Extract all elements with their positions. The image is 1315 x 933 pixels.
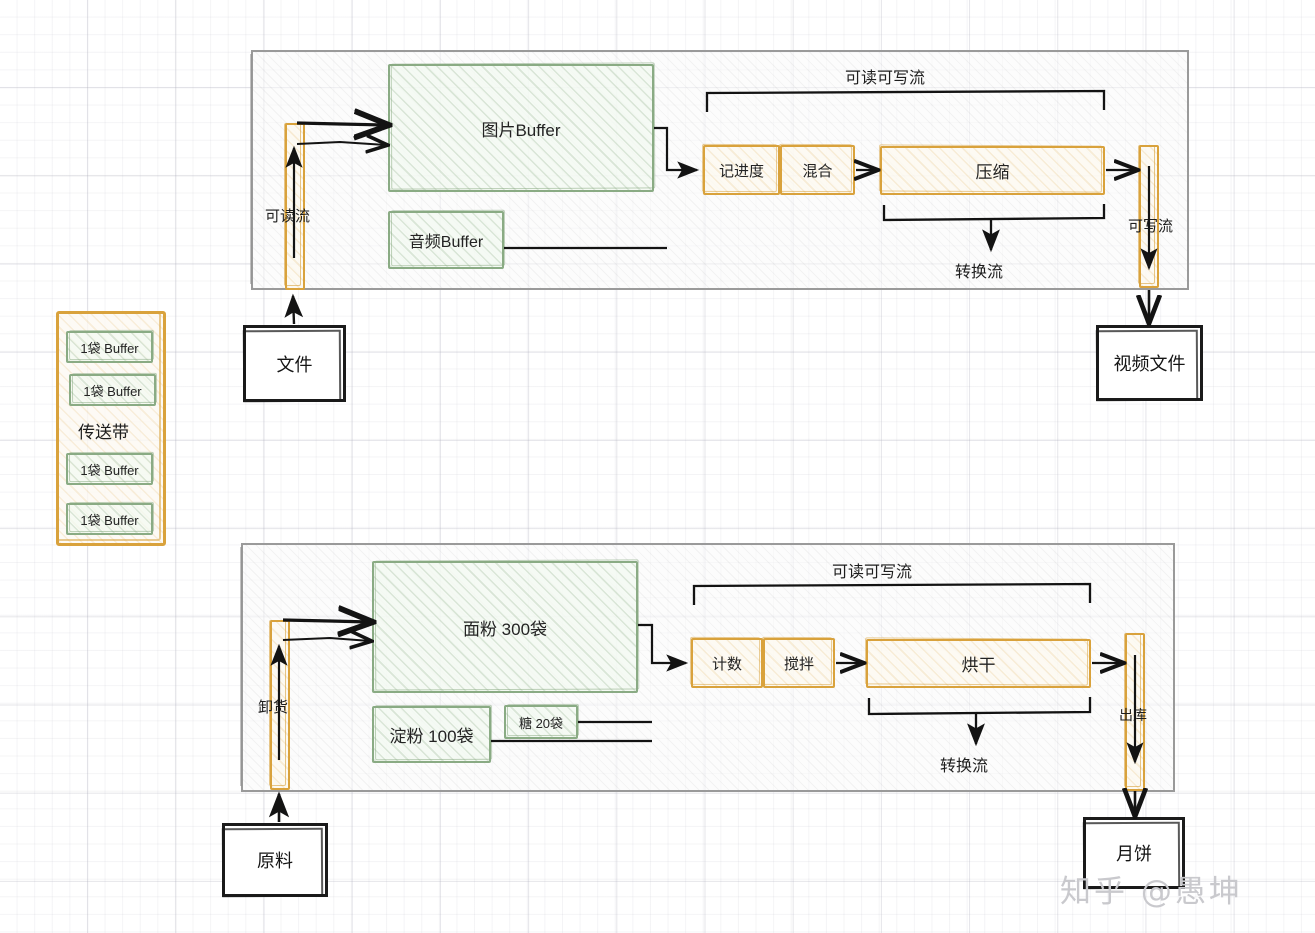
top-buffer-image-label: 图片Buffer	[481, 120, 561, 140]
top-readable-stream-label: 可读流	[265, 208, 311, 225]
bottom-transform-bake: 烘干	[864, 637, 1091, 688]
bottom-transform-bake-label: 烘干	[961, 656, 996, 675]
top-duplex-label: 可读可写流	[845, 70, 926, 87]
top-buffer-audio: 音频Buffer	[388, 209, 506, 269]
conveyor-item-2: 1袋 Buffer	[69, 372, 158, 406]
bottom-buffer-starch: 淀粉 100袋	[372, 704, 493, 763]
top-transform-mix-label: 混合	[802, 162, 833, 180]
top-buffer-image: 图片Buffer	[388, 62, 656, 192]
watermark: 知乎 @愚坤	[1060, 874, 1243, 910]
top-transform-mix: 混合	[778, 143, 855, 195]
top-transform-stream-label: 转换流	[955, 264, 1004, 281]
bottom-buffer-sugar-label: 糖 20袋	[518, 715, 564, 731]
bottom-transform-count: 计数	[689, 636, 763, 688]
bottom-source-material-box: 原料	[221, 823, 328, 898]
bottom-readable-stream-label: 卸货	[258, 699, 289, 716]
top-transform-progress: 记进度	[701, 143, 780, 195]
bottom-transform-stir: 搅拌	[761, 636, 835, 688]
conveyor-item-1: 1袋 Buffer	[66, 329, 155, 363]
bottom-sink-mooncake-box: 月饼	[1082, 817, 1185, 890]
top-buffer-audio-label: 音频Buffer	[408, 234, 484, 251]
bottom-buffer-flour: 面粉 300袋	[372, 559, 640, 693]
top-transform-compress-label: 压缩	[975, 163, 1010, 182]
top-sink-video-box: 视频文件	[1095, 325, 1203, 402]
conveyor-item-3: 1袋 Buffer	[66, 451, 155, 485]
conveyor-belt-label: 传送带	[78, 423, 129, 442]
conveyor-item-label: 1袋 Buffer	[83, 383, 142, 399]
top-transform-compress: 压缩	[878, 144, 1105, 195]
bottom-transform-stream-label: 转换流	[940, 758, 989, 775]
bottom-source-material-label: 原料	[257, 851, 293, 871]
top-source-file-box: 文件	[242, 325, 346, 403]
bottom-sink-mooncake-label: 月饼	[1116, 844, 1152, 864]
conveyor-item-4: 1袋 Buffer	[66, 501, 155, 535]
bottom-duplex-label: 可读可写流	[832, 564, 913, 581]
top-writable-stream-label: 可写流	[1128, 218, 1174, 235]
bottom-buffer-flour-label: 面粉 300袋	[462, 619, 548, 639]
top-sink-video-label: 视频文件	[1113, 354, 1186, 374]
bottom-transform-count-label: 计数	[711, 655, 742, 673]
top-transform-progress-label: 记进度	[718, 162, 764, 180]
bottom-transform-stir-label: 搅拌	[783, 655, 814, 673]
conveyor-item-label: 1袋 Buffer	[80, 462, 139, 478]
top-source-file-label: 文件	[276, 354, 313, 375]
conveyor-item-label: 1袋 Buffer	[80, 512, 139, 528]
conveyor-item-label: 1袋 Buffer	[80, 340, 139, 356]
bottom-buffer-sugar: 糖 20袋	[504, 703, 580, 739]
bottom-writable-stream-label: 出库	[1119, 707, 1147, 723]
bottom-buffer-starch-label: 淀粉 100袋	[389, 727, 474, 746]
